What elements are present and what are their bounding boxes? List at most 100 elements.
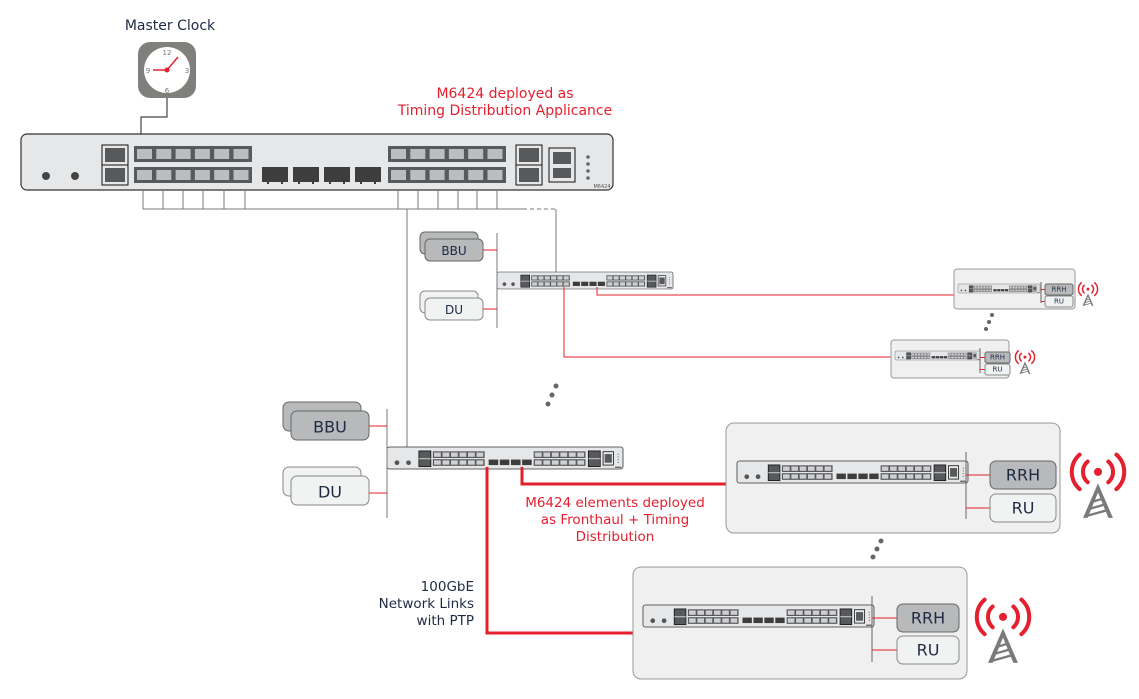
sfp-port [915, 474, 922, 478]
du-stack-top: DU [420, 291, 483, 320]
qsfp-port [775, 618, 784, 624]
ru-label: RU [917, 641, 940, 660]
status-led [503, 282, 507, 286]
mini-device-body [737, 461, 968, 483]
qsfp-latch [281, 182, 283, 184]
sfp-port [907, 474, 914, 478]
mgmt-port-jack [659, 277, 664, 284]
sfp-port [974, 289, 976, 291]
sfp-port [731, 611, 738, 615]
sfp-port [137, 170, 152, 180]
mini-device-body [895, 351, 980, 360]
m6424-aggregation-device [497, 272, 673, 289]
qsfp-port [489, 460, 499, 466]
ru-label: RU [1054, 298, 1064, 306]
sfp-port [391, 149, 406, 159]
clock-numeral-12: 12 [163, 49, 172, 57]
qsfp-port [940, 356, 943, 358]
sfp-port [430, 170, 445, 180]
caption-line: M6424 elements deployed [505, 495, 725, 512]
ru-label: RU [993, 366, 1003, 374]
sfp-port [882, 474, 889, 478]
qsfp-port [944, 356, 947, 358]
sfp-port [1012, 286, 1014, 288]
sfp-port [689, 618, 696, 622]
sfp-port [443, 460, 450, 464]
sfp-port [714, 611, 721, 615]
sfp-port [697, 618, 704, 622]
sfp-port [176, 170, 191, 180]
tower-signal-dot [999, 613, 1007, 621]
status-led [898, 356, 900, 358]
sfp-port [961, 353, 963, 355]
sfp-port [410, 170, 425, 180]
sfp-port [961, 356, 963, 358]
sfp-port [430, 149, 445, 159]
tower-signal-arc [988, 607, 993, 628]
tower-signal-arc [1083, 285, 1085, 293]
sfp-port [633, 282, 638, 285]
sfp-port [788, 618, 795, 622]
sfp-port [989, 289, 991, 291]
rrh-label: RRH [1052, 286, 1067, 294]
indicator-dot [618, 456, 619, 457]
sfp-port [626, 276, 631, 279]
sfp-port [639, 276, 644, 279]
sfp-port [626, 282, 631, 285]
sfp-port [706, 611, 713, 615]
sfp-port [195, 170, 210, 180]
mini-device-body [643, 605, 874, 627]
tower-signal-arc [1013, 607, 1018, 628]
du-label: DU [445, 303, 463, 317]
indicator-dot [669, 277, 670, 278]
qsfp-port [764, 618, 773, 624]
sfp-port [816, 467, 823, 471]
sfp-port [620, 276, 625, 279]
sfp-port [821, 611, 828, 615]
clock-numeral-9: 9 [146, 67, 150, 75]
sfp-port [451, 453, 458, 457]
indicator-dot [669, 279, 670, 280]
sfp-port [488, 170, 503, 180]
mini-device-body [958, 284, 1040, 293]
sfp-port [722, 618, 729, 622]
sfp-port [924, 353, 926, 355]
sfp-port [912, 353, 914, 355]
sfp-port [974, 286, 976, 288]
sfp-port [1009, 286, 1011, 288]
master-clock-label: Master Clock [110, 18, 230, 35]
sfp-port [804, 618, 811, 622]
sfp-port [1021, 286, 1023, 288]
model-tag [615, 467, 621, 468]
sfp-port [564, 276, 569, 279]
rrh-label: RRH [990, 354, 1005, 362]
sfp-port [706, 618, 713, 622]
qsfp-port [936, 356, 939, 358]
sfp-port [923, 467, 930, 471]
sfp-port [564, 282, 569, 285]
qsfp-port [869, 474, 878, 480]
sfp-port [460, 460, 467, 464]
sfp-port [954, 353, 956, 355]
sfp-port [538, 276, 543, 279]
tower-signal-dot [1094, 468, 1102, 476]
sfp-port [449, 170, 464, 180]
mgmt-port-jack [605, 454, 612, 463]
sfp-port [927, 353, 929, 355]
sfp-port [915, 356, 917, 358]
sfp-port [921, 353, 923, 355]
sfp-port [989, 286, 991, 288]
mini-device-body [497, 272, 673, 289]
sfp-port [468, 460, 475, 464]
tower-signal-arc [1032, 351, 1035, 364]
status-led [511, 282, 515, 286]
sfp-port [234, 170, 249, 180]
network-links-caption: 100GbE Network Links with PTP [340, 579, 474, 630]
indicator-dot [869, 620, 870, 621]
qsfp-port [993, 289, 996, 291]
sfp-port [689, 611, 696, 615]
sfp-port [957, 356, 959, 358]
sfp-port [722, 611, 729, 615]
mgmt-port-jack [950, 468, 957, 477]
